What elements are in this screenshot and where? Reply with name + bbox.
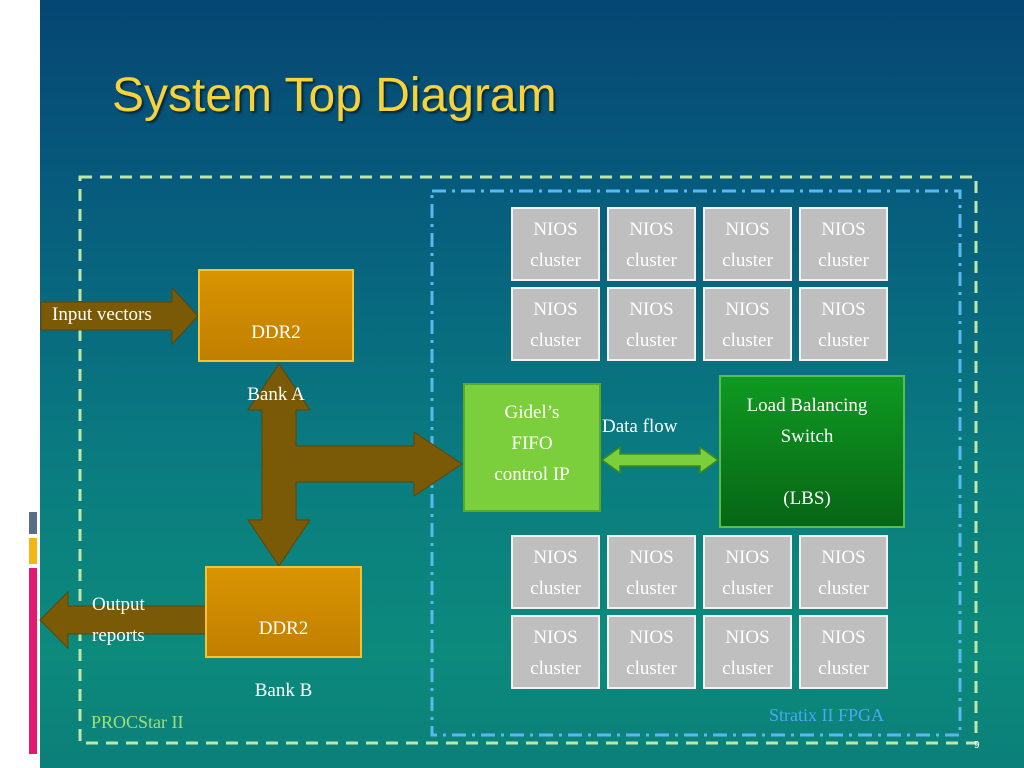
ddr2-bank-a-line1: DDR2 [251, 322, 301, 343]
fifo-control-ip-box [463, 383, 601, 512]
ddr2-bank-a-label: DDR2 Bank A [199, 286, 353, 410]
nios-cluster-label: NIOS cluster [530, 627, 581, 679]
accent-bar-gold [29, 538, 37, 564]
output-reports-label: Output reports [92, 594, 145, 646]
ddr2-bank-b-line1: DDR2 [258, 618, 309, 639]
nios-cluster-label: NIOS cluster [722, 219, 773, 271]
input-vectors-arrow [40, 286, 199, 346]
ddr2-bank-b-label: DDR2 Bank B [206, 582, 361, 706]
accent-bar-magenta [29, 568, 37, 754]
nios-cluster-box [511, 535, 600, 609]
nios-cluster-label: NIOS cluster [530, 299, 581, 351]
nios-cluster-label: NIOS cluster [722, 627, 773, 679]
nios-cluster-label: NIOS cluster [722, 547, 773, 599]
accent-bar-slate [29, 512, 37, 534]
nios-cluster-label: NIOS cluster [626, 547, 677, 599]
procstar-board-label: PROCStar II [91, 712, 184, 732]
nios-cluster-box [703, 207, 792, 281]
nios-cluster-box [511, 287, 600, 361]
load-balancing-switch-label: Load Balancing Switch (LBS) [746, 395, 868, 509]
nios-cluster-box [607, 535, 696, 609]
nios-cluster-label: NIOS cluster [818, 627, 869, 679]
nios-cluster-label: NIOS cluster [818, 219, 869, 271]
nios-cluster-box [607, 207, 696, 281]
ddr2-bank-b-line2: Bank B [254, 680, 313, 701]
nios-cluster-box [607, 615, 696, 689]
nios-cluster-label: NIOS cluster [626, 299, 677, 351]
page-number: 9 [974, 740, 980, 751]
nios-cluster-box [511, 207, 600, 281]
nios-cluster-box [607, 287, 696, 361]
nios-cluster-label: NIOS cluster [626, 627, 677, 679]
data-flow-arrow [600, 445, 720, 475]
procstar-board-boundary [78, 175, 978, 745]
nios-cluster-box [799, 207, 888, 281]
nios-cluster-box [799, 615, 888, 689]
nios-cluster-box [703, 615, 792, 689]
nios-cluster-label: NIOS cluster [722, 299, 773, 351]
slide-title: System Top Diagram [112, 69, 557, 122]
load-balancing-switch-box [719, 375, 905, 528]
ddr2-bank-a-line2: Bank A [247, 384, 305, 405]
stratix-fpga-boundary [430, 189, 962, 737]
nios-cluster-box [799, 287, 888, 361]
nios-cluster-label: NIOS cluster [626, 219, 677, 271]
nios-cluster-group [511, 207, 888, 689]
fifo-control-ip-label: Gidel’s FIFO control IP [494, 402, 570, 485]
nios-cluster-box [703, 287, 792, 361]
ddr2-bank-b-box [205, 566, 362, 658]
nios-cluster-label: NIOS cluster [818, 299, 869, 351]
ddr2-bank-a-box [198, 269, 354, 362]
nios-cluster-box [799, 535, 888, 609]
nios-cluster-label: NIOS cluster [530, 219, 581, 271]
nios-cluster-label: NIOS cluster [818, 547, 869, 599]
stratix-fpga-label: Stratix II FPGA [769, 705, 885, 725]
data-flow-label: Data flow [602, 416, 678, 437]
nios-cluster-box [703, 535, 792, 609]
nios-cluster-label: NIOS cluster [530, 547, 581, 599]
nios-cluster-box [511, 615, 600, 689]
ddr-interconnect-arrow [247, 363, 463, 567]
input-vectors-label: Input vectors [52, 304, 152, 325]
